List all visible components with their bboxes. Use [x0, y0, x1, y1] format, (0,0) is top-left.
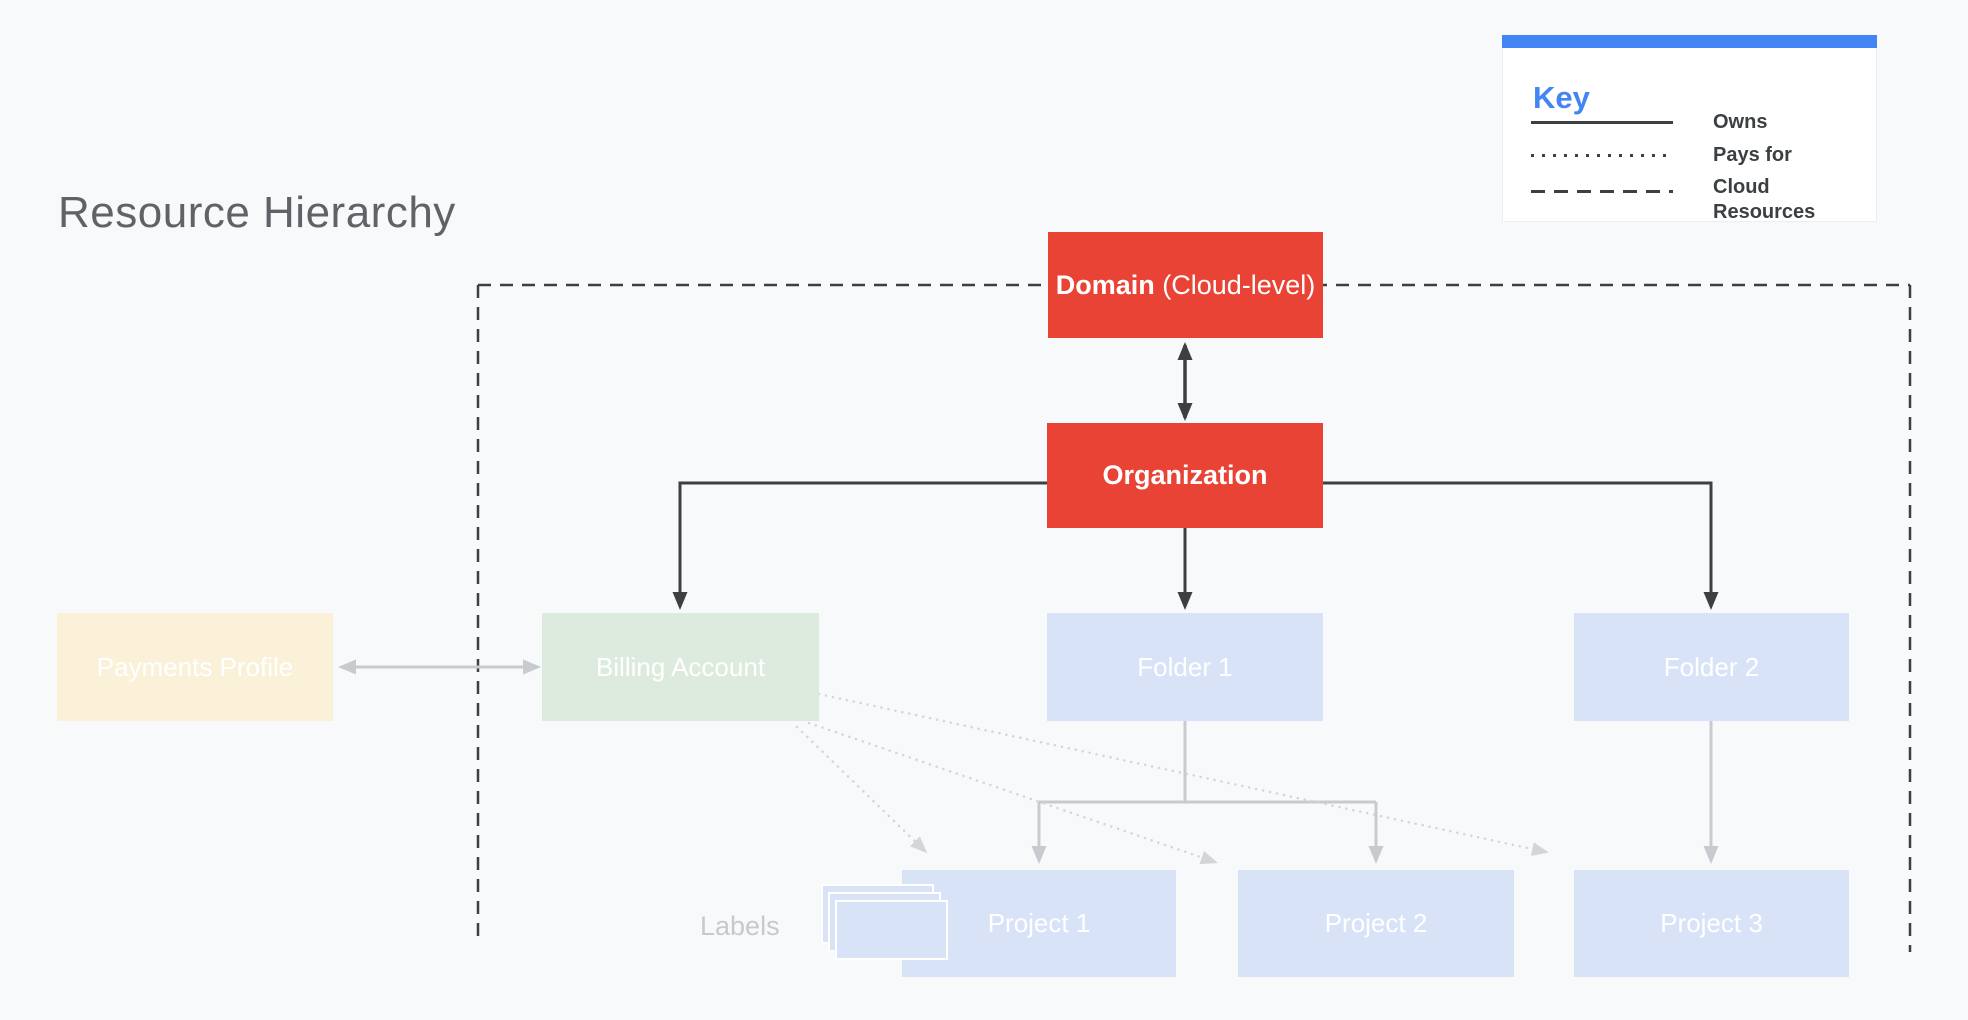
legend-solid-line-icon: [1531, 121, 1673, 124]
node-domain-label: Domain: [1055, 269, 1155, 300]
labels-caption: Labels: [700, 911, 780, 941]
edge-organization-folder2: [1323, 481, 1719, 610]
key-accent-bar: [1502, 35, 1877, 48]
node-folder-2-label: Folder 2: [1663, 651, 1760, 682]
node-organization-label: Organization: [1102, 460, 1268, 490]
node-payments-profile: Payments Profile: [57, 613, 333, 721]
page-title: Resource Hierarchy: [58, 188, 456, 237]
node-payments-profile-label: Payments Profile: [96, 651, 294, 682]
node-project-3-label: Project 3: [1660, 908, 1763, 938]
node-project-3: Project 3: [1574, 870, 1849, 977]
edge-billing-project2-dotted: [807, 721, 1218, 865]
labels-card-front: [835, 900, 948, 960]
key-legend: Key Owns Pays for Cloud Resources: [1502, 35, 1877, 223]
legend-label-pays-for: Pays for: [1713, 144, 1792, 166]
node-billing-account-label: Billing Account: [595, 651, 766, 682]
node-billing-account: Billing Account: [542, 613, 819, 721]
node-domain: Domain (Cloud-level): [1048, 232, 1323, 338]
node-project-2: Project 2: [1238, 870, 1514, 977]
legend-dotted-line-icon: [1531, 154, 1673, 157]
node-folder-1: Folder 1: [1047, 613, 1323, 721]
node-organization: Organization: [1047, 423, 1323, 528]
legend-label-cloud-resources: Cloud Resources: [1713, 176, 1816, 223]
node-folder-2: Folder 2: [1574, 613, 1849, 721]
edge-billing-project1-dotted: [795, 725, 928, 854]
node-domain-sublabel: (Cloud-level): [1154, 269, 1316, 300]
legend-dashed-line-icon: [1531, 190, 1673, 193]
node-project-2-label: Project 2: [1324, 908, 1428, 938]
edge-folder1-split: [1039, 721, 1376, 804]
node-folder-1-label: Folder 1: [1137, 651, 1233, 682]
edge-organization-billing: [672, 481, 1047, 610]
node-project-1-label: Project 1: [987, 908, 1091, 938]
key-title: Key: [1533, 80, 1590, 115]
legend-label-owns: Owns: [1713, 111, 1768, 133]
